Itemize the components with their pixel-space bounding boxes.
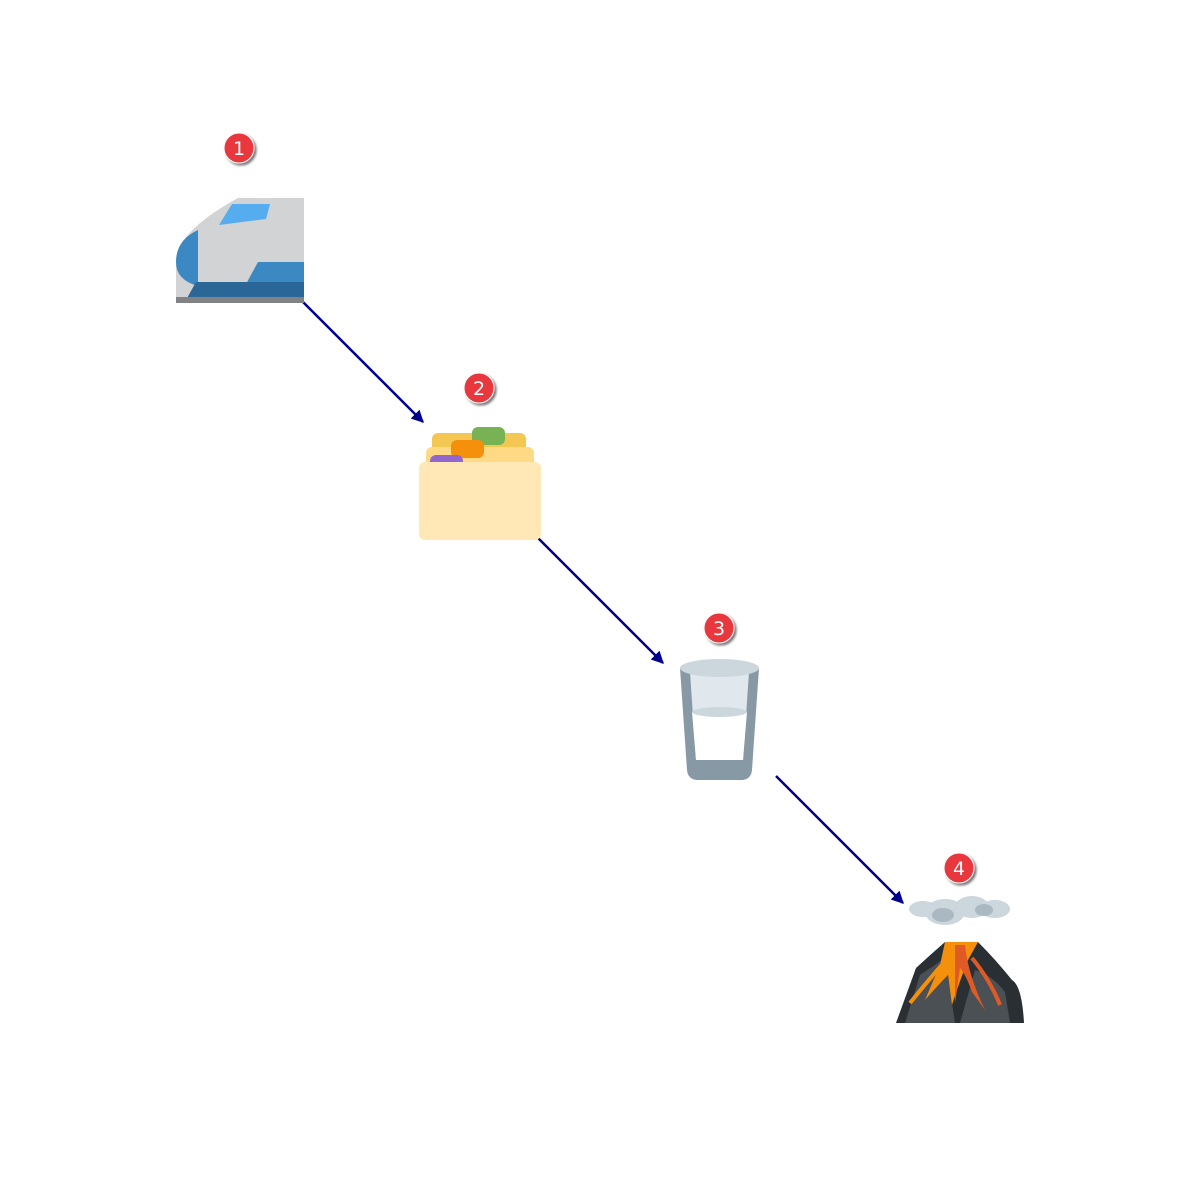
volcano-icon [896,896,1024,1023]
arrow-3-to-4 [775,775,904,904]
bullet-train-icon [176,198,304,303]
smoke-cloud [909,896,1010,925]
step-badge-2: 2 [463,372,495,404]
step-3: 3 [680,612,759,780]
step-badge-3: 3 [703,612,735,644]
step-2: 2 [419,372,541,540]
step-number-3: 3 [713,618,725,640]
step-badge-4: 4 [943,852,975,884]
step-4: 4 [896,852,1024,1023]
arrow-2-to-3 [537,537,664,664]
step-badge-1: 1 [223,132,255,164]
card-index-dividers-icon [419,427,541,540]
step-1: 1 [176,132,304,303]
step-number-1: 1 [233,138,245,160]
glass-of-milk-icon [680,659,759,780]
step-number-4: 4 [953,858,965,880]
step-number-2: 2 [473,378,485,400]
arrow-1-to-2 [302,301,424,423]
